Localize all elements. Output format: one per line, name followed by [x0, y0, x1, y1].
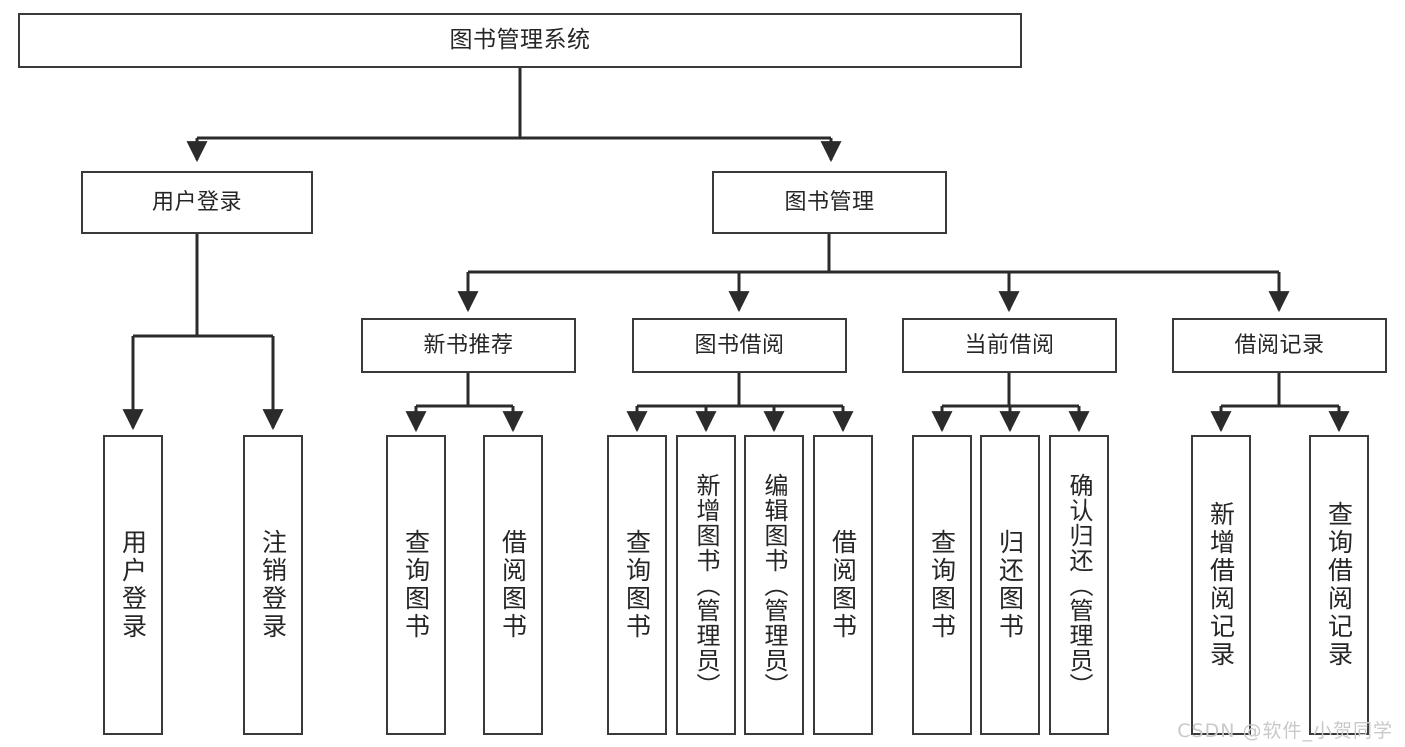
node-label: 图书借阅	[694, 332, 785, 358]
node-label: 查询图书	[622, 529, 652, 641]
leaf-query-book-1[interactable]: 查询图书	[386, 435, 446, 735]
node-label: 借阅图书	[828, 529, 858, 641]
leaf-query-book-2[interactable]: 查询图书	[607, 435, 667, 735]
node-root-system[interactable]: 图书管理系统	[18, 13, 1022, 68]
node-label: 用户登录	[118, 529, 148, 641]
node-label: 查询借阅记录	[1324, 501, 1354, 669]
node-book-management[interactable]: 图书管理	[712, 171, 947, 234]
leaf-logout[interactable]: 注销登录	[243, 435, 303, 735]
node-label: 注销登录	[258, 529, 288, 641]
node-label: 确认归还（管理员）	[1065, 472, 1093, 698]
node-label: 借阅记录	[1234, 332, 1325, 358]
leaf-borrow-book-2[interactable]: 借阅图书	[813, 435, 873, 735]
node-book-borrow[interactable]: 图书借阅	[632, 318, 847, 373]
node-label: 新增图书（管理员）	[692, 472, 720, 698]
csdn-watermark: CSDN @软件_小贺同学	[1177, 720, 1393, 742]
leaf-edit-book-admin[interactable]: 编辑图书（管理员）	[744, 435, 804, 735]
node-current-borrow[interactable]: 当前借阅	[902, 318, 1117, 373]
node-label: 借阅图书	[498, 529, 528, 641]
leaf-user-login[interactable]: 用户登录	[103, 435, 163, 735]
node-label: 查询图书	[927, 529, 957, 641]
leaf-query-borrow-record[interactable]: 查询借阅记录	[1309, 435, 1369, 735]
node-label: 图书管理	[784, 189, 875, 215]
node-borrow-record[interactable]: 借阅记录	[1172, 318, 1387, 373]
leaf-add-book-admin[interactable]: 新增图书（管理员）	[676, 435, 736, 735]
node-label: 新增借阅记录	[1206, 501, 1236, 669]
leaf-query-book-3[interactable]: 查询图书	[912, 435, 972, 735]
node-label: 图书管理系统	[449, 27, 591, 54]
node-label: 编辑图书（管理员）	[760, 472, 788, 698]
node-label: 查询图书	[401, 529, 431, 641]
leaf-return-book[interactable]: 归还图书	[980, 435, 1040, 735]
node-label: 归还图书	[995, 529, 1025, 641]
node-label: 用户登录	[151, 189, 242, 215]
leaf-add-borrow-record[interactable]: 新增借阅记录	[1191, 435, 1251, 735]
node-user-login[interactable]: 用户登录	[81, 171, 313, 234]
node-label: 当前借阅	[964, 332, 1055, 358]
leaf-borrow-book-1[interactable]: 借阅图书	[483, 435, 543, 735]
node-label: 新书推荐	[423, 332, 514, 358]
node-new-book-recommendation[interactable]: 新书推荐	[361, 318, 576, 373]
leaf-confirm-return-admin[interactable]: 确认归还（管理员）	[1049, 435, 1109, 735]
